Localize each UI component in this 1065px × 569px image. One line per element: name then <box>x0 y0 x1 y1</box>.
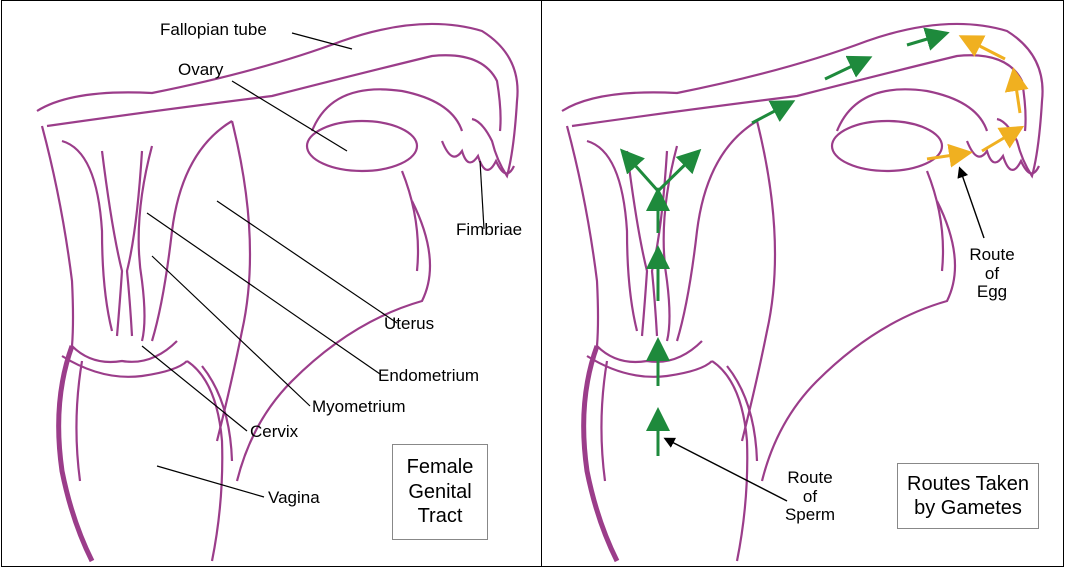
label-endometrium: Endometrium <box>378 367 479 386</box>
title-line-2: Genital <box>393 480 487 504</box>
route-sperm-line-2: of <box>784 488 836 507</box>
pointer-arrows <box>666 169 984 501</box>
label-cervix: Cervix <box>250 423 298 442</box>
title-box-female-genital-tract: Female Genital Tract <box>392 444 488 540</box>
title-box-routes-taken: Routes Taken by Gametes <box>897 463 1039 529</box>
routes-title-line-1: Routes Taken <box>898 472 1038 496</box>
route-egg-line-2: of <box>967 265 1017 284</box>
label-fallopian-tube: Fallopian tube <box>160 21 267 40</box>
label-myometrium: Myometrium <box>312 398 406 417</box>
leader-lines <box>142 33 484 497</box>
female-genital-tract-panel: Fallopian tube Ovary Fimbriae Uterus End… <box>1 0 543 567</box>
label-route-of-sperm: Route of Sperm <box>784 469 836 525</box>
title-line-3: Tract <box>393 504 487 528</box>
route-sperm-line-3: Sperm <box>784 506 836 525</box>
routes-taken-panel: Route of Egg Route of Sperm Routes Taken… <box>541 0 1064 567</box>
route-sperm-line-1: Route <box>784 469 836 488</box>
title-line-1: Female <box>393 455 487 479</box>
label-route-of-egg: Route of Egg <box>967 246 1017 302</box>
label-uterus: Uterus <box>384 315 434 334</box>
route-egg-line-1: Route <box>967 246 1017 265</box>
label-ovary: Ovary <box>178 61 223 80</box>
label-fimbriae: Fimbriae <box>456 221 522 240</box>
routes-title-line-2: by Gametes <box>898 496 1038 520</box>
label-vagina: Vagina <box>268 489 320 508</box>
route-egg-line-3: Egg <box>967 283 1017 302</box>
